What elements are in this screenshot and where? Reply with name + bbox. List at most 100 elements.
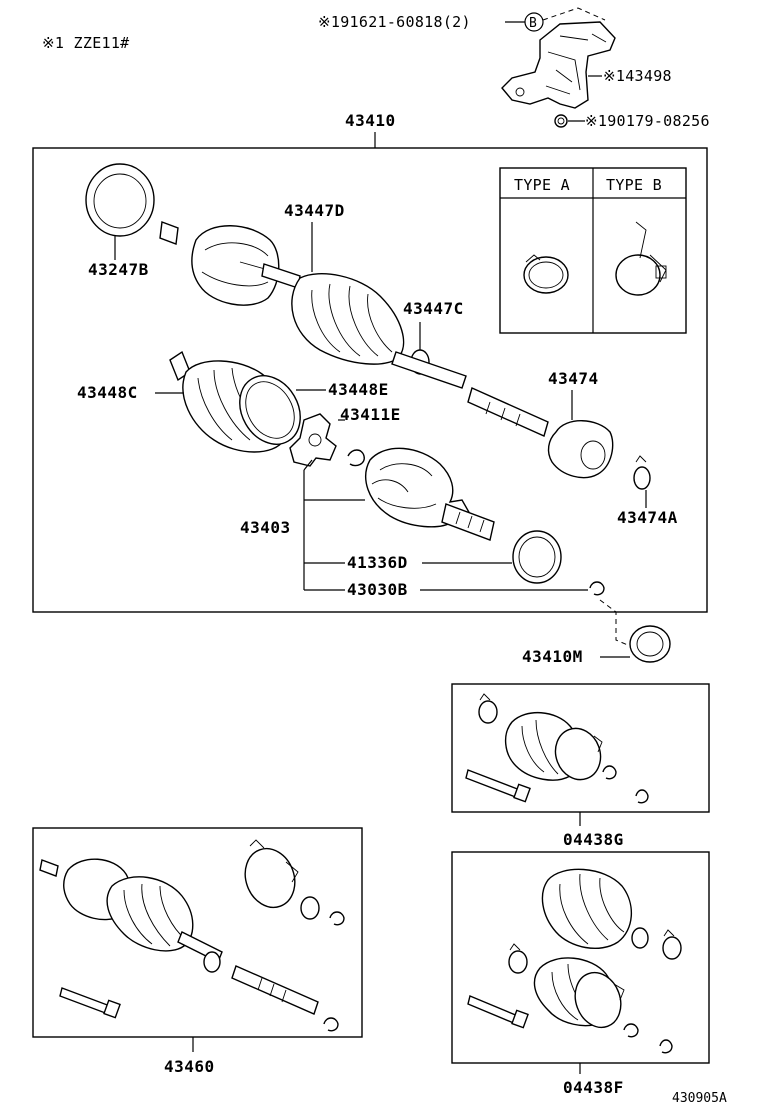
- damper-part: [547, 420, 614, 479]
- label-boot-kit-g: 04438G: [563, 830, 624, 849]
- outer-joint-group: 43447D 43447C: [159, 201, 549, 437]
- ring-outer-part: [85, 163, 155, 237]
- outboard-grease-cap: [103, 999, 121, 1019]
- kit-f-grease: [467, 995, 519, 1025]
- clamp-type-a: [523, 256, 569, 294]
- clamp-type-a-inner: [528, 261, 564, 289]
- label-seal: 43410M: [522, 647, 583, 666]
- seal-inner: [636, 631, 664, 657]
- boot-band-inner: [245, 381, 295, 439]
- kit-g-snap-1: [602, 765, 617, 780]
- seal-ring-inner: [518, 536, 556, 578]
- ref-label-b: B: [529, 16, 537, 31]
- kit-f-snap-2: [659, 1039, 673, 1054]
- kit-f-clamp-3: [508, 950, 528, 974]
- kit-f-boot-1-ribs: [559, 873, 625, 945]
- label-inner-joint: 43403: [240, 518, 291, 537]
- kit-g-band: [554, 727, 602, 781]
- tripod-snap: [347, 449, 365, 467]
- kit-g-grease: [465, 769, 521, 799]
- label-seal-ring: 41336D: [347, 553, 408, 572]
- outboard-snap-2: [323, 1017, 339, 1032]
- inner-joint-splines: [455, 511, 485, 533]
- kit-g-clamp-tab: [479, 693, 491, 701]
- nut-part: [554, 114, 568, 128]
- clamp-type-b-lock: [655, 265, 667, 279]
- type-a-label: TYPE A: [514, 176, 570, 194]
- leader-inner-joint-2: [303, 459, 313, 471]
- label-shaft-assy: 43410: [345, 111, 396, 130]
- label-boot-kit-f: 04438F: [563, 1078, 624, 1097]
- damper-clamp-part: [633, 466, 651, 490]
- damper-clamp-tab: [635, 455, 647, 463]
- tripod-part: [289, 413, 337, 467]
- ring-outer-inner: [93, 173, 147, 229]
- bracket-hole: [515, 87, 525, 97]
- kit-g-band-tab: [593, 735, 603, 753]
- outboard-snap-1: [329, 911, 345, 926]
- outboard-band: [244, 847, 296, 909]
- label-boot-outer: 43447D: [284, 201, 345, 220]
- kit-f-band-tab: [613, 983, 625, 1001]
- type-b-label: TYPE B: [606, 176, 662, 194]
- label-tripod: 43411E: [340, 405, 401, 424]
- inner-joint-stem: [441, 503, 495, 541]
- clamp-type-a-tab: [525, 254, 541, 263]
- assembly-box: [32, 147, 708, 613]
- label-outboard-joint: 43460: [164, 1057, 215, 1076]
- kit-f-snap-1: [623, 1023, 639, 1038]
- kit-f-clamp-3-tab: [509, 943, 521, 951]
- label-nut: ※190179-08256: [585, 112, 710, 130]
- outboard-small-clamp: [300, 896, 320, 920]
- ref-dash-b: [542, 7, 606, 21]
- label-ring-outer: 43247B: [88, 260, 149, 279]
- kit-f-clamp-2: [662, 936, 682, 960]
- outboard-shaft-2: [231, 965, 319, 1015]
- snap-ring-part: [589, 581, 605, 596]
- outboard-boot: [106, 876, 194, 952]
- ref-circle-b: [524, 12, 544, 32]
- inner-boot-group: 43448C 43448E 43411E: [77, 350, 401, 467]
- figure-id: 430905A: [672, 1091, 727, 1106]
- kit-g-snap-2: [635, 789, 649, 804]
- bracket-part: [501, 21, 616, 109]
- outboard-shaft-splines: [257, 977, 287, 1003]
- type-box: TYPE A TYPE B: [499, 167, 687, 334]
- shaft-spline: [467, 387, 549, 437]
- kit-f-grease-cap: [511, 1009, 529, 1029]
- boot-kit-g-group: 04438G: [451, 683, 710, 849]
- kit-f-clamp-1: [631, 927, 649, 949]
- outboard-band-tabs: [249, 839, 299, 883]
- boot-kit-f-group: 04438F: [451, 851, 710, 1097]
- bracket-detail: [545, 33, 607, 95]
- boot-outer-part: [291, 272, 405, 365]
- kit-f-band: [574, 971, 622, 1029]
- seal-part: [629, 625, 671, 663]
- kit-f-clamp-2-tab: [663, 929, 675, 937]
- label-boot-band: 43448E: [328, 380, 389, 399]
- outboard-grease: [59, 987, 111, 1015]
- clamp-type-b: [615, 254, 661, 296]
- seal-dash-leader: [599, 599, 631, 647]
- label-boot-inner: 43448C: [77, 383, 138, 402]
- damper-group: 43474 43474A: [547, 369, 678, 527]
- label-damper: 43474: [548, 369, 599, 388]
- shaft-main: [391, 351, 467, 389]
- label-damper-clamp: 43474A: [617, 508, 678, 527]
- nut-hole: [557, 117, 565, 125]
- outboard-joint-box: [32, 827, 363, 1038]
- kit-g-boot-ribs: [521, 719, 559, 775]
- seal-group: 43410M: [522, 599, 671, 666]
- outboard-stub: [39, 859, 59, 877]
- bracket-group: ※191621-60818(2) B ※143498 ※190179-08256: [318, 7, 710, 130]
- outer-stub: [159, 221, 179, 245]
- seal-ring-part: [512, 530, 562, 584]
- outboard-clamp: [203, 951, 221, 973]
- inner-joint-detail: [371, 463, 437, 509]
- label-clamp-outer: 43447C: [403, 299, 464, 318]
- kit-g-clamp: [478, 700, 498, 724]
- label-snap-ring: 43030B: [347, 580, 408, 599]
- inner-joint-part: [365, 447, 471, 528]
- applicability-note: ※1 ZZE11#: [42, 34, 130, 52]
